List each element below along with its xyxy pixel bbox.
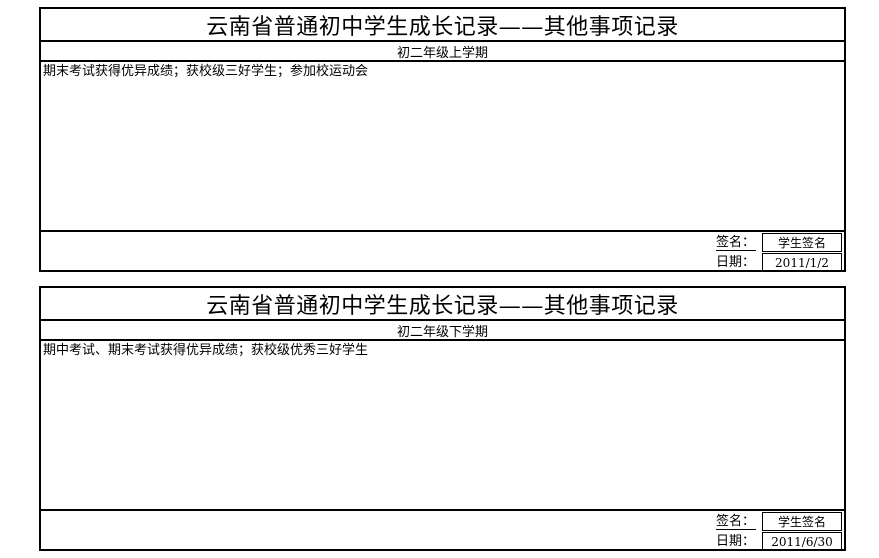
signature-grid: 签名： 学生签名 日期： 2011/6/30: [716, 512, 842, 551]
signature-value-cell[interactable]: 学生签名: [762, 512, 842, 531]
date-value-cell[interactable]: 2011/6/30: [762, 532, 842, 551]
record-content-cell[interactable]: 期中考试、期末考试获得优异成绩；获校级优秀三好学生: [41, 341, 844, 511]
date-label: 日期：: [716, 534, 756, 550]
signature-grid: 签名： 学生签名 日期： 2011/1/2: [716, 233, 842, 272]
term-label: 初二年级下学期: [41, 321, 844, 341]
signature-area: 签名： 学生签名 日期： 2011/6/30: [41, 511, 844, 551]
record-title: 云南省普通初中学生成长记录——其他事项记录: [41, 9, 844, 42]
record-title: 云南省普通初中学生成长记录——其他事项记录: [41, 288, 844, 321]
signature-label: 签名：: [716, 235, 756, 251]
term-label: 初二年级上学期: [41, 42, 844, 62]
record-sheet-second-term: 云南省普通初中学生成长记录——其他事项记录 初二年级下学期 期中考试、期末考试获…: [39, 286, 846, 551]
record-sheet-first-term: 云南省普通初中学生成长记录——其他事项记录 初二年级上学期 期末考试获得优异成绩…: [39, 7, 846, 272]
date-row: 日期： 2011/1/2: [716, 253, 842, 272]
date-value-cell[interactable]: 2011/1/2: [762, 253, 842, 272]
signature-row: 签名： 学生签名: [716, 512, 842, 531]
record-content-cell[interactable]: 期末考试获得优异成绩；获校级三好学生；参加校运动会: [41, 62, 844, 232]
signature-value-cell[interactable]: 学生签名: [762, 233, 842, 252]
signature-row: 签名： 学生签名: [716, 233, 842, 252]
signature-label: 签名：: [716, 514, 756, 530]
signature-area: 签名： 学生签名 日期： 2011/1/2: [41, 232, 844, 272]
date-label: 日期：: [716, 255, 756, 271]
date-row: 日期： 2011/6/30: [716, 532, 842, 551]
